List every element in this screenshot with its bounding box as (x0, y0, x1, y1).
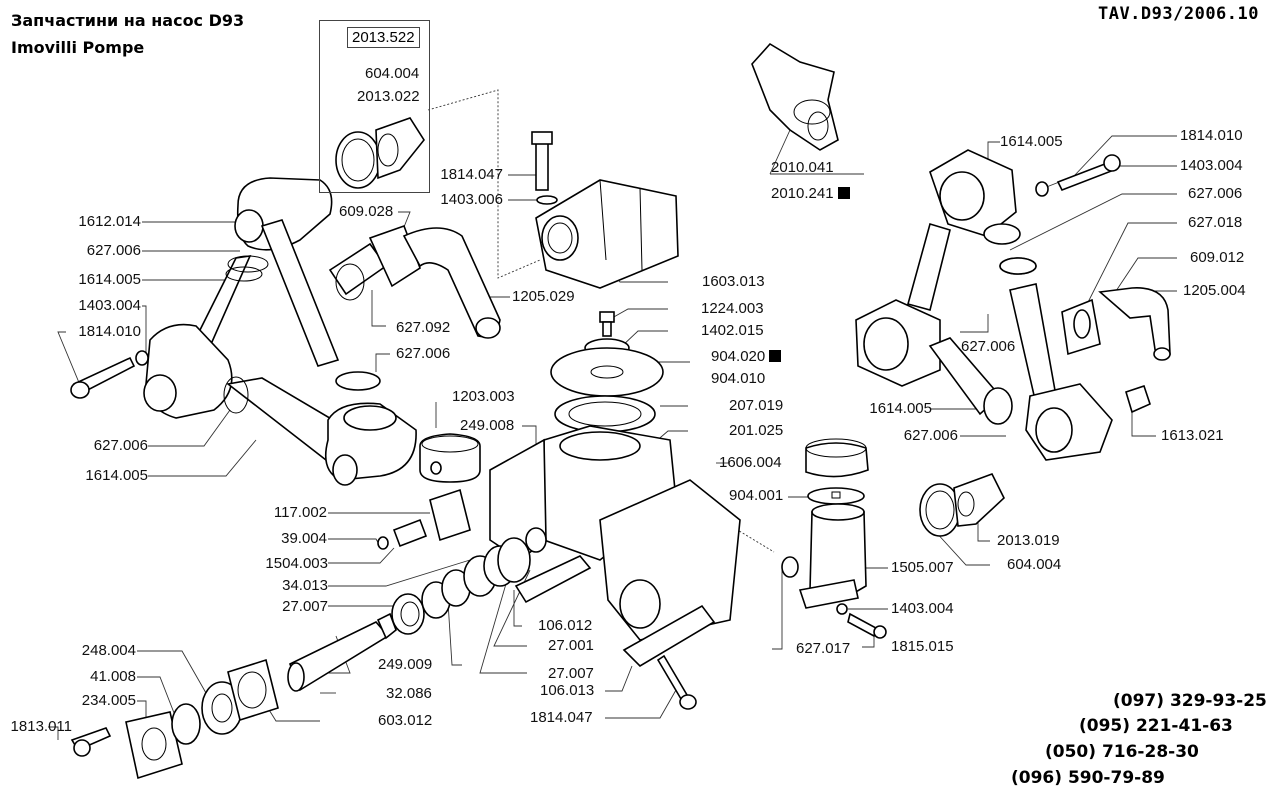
part-label: 2013.019 (997, 532, 1060, 549)
part-label: 627.006 (961, 338, 1016, 355)
part-label: 1814.047 (440, 166, 503, 183)
part-label: 627.006 (93, 437, 148, 454)
part-label: 249.008 (460, 417, 515, 434)
part-label: 117.002 (273, 504, 327, 521)
part-label: 627.006 (1188, 185, 1243, 202)
shaft-drawing (287, 488, 547, 692)
phone-number: (050) 716-28-30 (1045, 742, 1199, 762)
part-label: 2010.041 (771, 159, 834, 176)
part-label: 1813.011 (10, 718, 72, 735)
part-label: 1403.006 (440, 191, 503, 208)
part-label: 603.012 (378, 712, 433, 729)
part-label: 248.004 (81, 642, 136, 659)
part-label: 1614.005 (869, 400, 932, 417)
part-label: 1505.007 (891, 559, 954, 576)
diaphragm-2010-drawing (751, 42, 839, 151)
part-label: 27.007 (282, 598, 328, 615)
valve-kit-box (319, 20, 430, 193)
part-label: 32.086 (386, 685, 432, 702)
marked-square-icon (837, 187, 850, 199)
part-label: 1814.010 (1180, 127, 1243, 144)
right-manifold-drawing (855, 149, 1171, 461)
part-label: 2013.022 (357, 88, 420, 105)
piston-stack-drawing (489, 311, 741, 710)
page-title: Запчастини на насос D93 (11, 11, 245, 30)
head-1603-drawing (531, 131, 679, 289)
part-label: 1203.003 (452, 388, 515, 405)
part-label: 604.004 (365, 65, 420, 82)
kit-code-label: 2013.522 (347, 27, 420, 48)
part-label: 604.004 (1007, 556, 1062, 573)
part-label: 609.028 (339, 203, 394, 220)
part-label: 1205.004 (1183, 282, 1246, 299)
part-label: 1402.015 (701, 322, 764, 339)
part-label: 1224.003 (701, 300, 764, 317)
part-label: 904.001 (729, 487, 784, 504)
part-label: 1613.021 (1161, 427, 1224, 444)
phone-number: (097) 329-93-25 (1113, 691, 1267, 711)
valve-kit-drawing (335, 117, 425, 189)
right-valve-drawing (919, 473, 1005, 537)
part-label: 1614.005 (85, 467, 148, 484)
part-label: 1815.015 (891, 638, 954, 655)
part-label: 207.019 (729, 397, 784, 414)
part-label: 39.004 (281, 530, 327, 547)
part-label: 1504.003 (265, 555, 328, 572)
part-label: 106.012 (538, 617, 593, 634)
part-label: 609.012 (1190, 249, 1245, 266)
oil-cap-drawing (419, 433, 481, 483)
page-subtitle: Imovilli Pompe (11, 38, 145, 57)
left-manifold-drawing (70, 177, 417, 486)
left-elbow-drawing (328, 224, 501, 339)
part-label: 627.006 (86, 242, 141, 259)
part-label: 1614.005 (78, 271, 141, 288)
part-label: 1205.029 (512, 288, 575, 305)
part-label-marked: 2010.241 (771, 186, 850, 202)
part-label: 34.013 (282, 577, 328, 594)
part-label-marked: 904.020 (711, 349, 782, 365)
filter-drawing (781, 438, 887, 639)
phone-number: (096) 590-79-89 (1011, 768, 1165, 788)
part-label: 627.006 (396, 345, 451, 362)
part-label: 1606.004 (719, 454, 782, 471)
part-label: 234.005 (81, 692, 136, 709)
part-label: 627.018 (1188, 214, 1243, 231)
part-label: 1403.004 (1180, 157, 1243, 174)
flange-group-drawing (70, 658, 279, 780)
part-label: 1603.013 (702, 273, 765, 290)
part-label: 41.008 (90, 668, 136, 685)
part-label: 627.017 (796, 640, 851, 657)
marked-square-icon (769, 350, 782, 362)
part-label: 627.092 (396, 319, 451, 336)
part-label: 1612.014 (78, 213, 141, 230)
part-label: 106.013 (540, 682, 595, 699)
part-label: 1814.010 (78, 323, 141, 340)
part-label: 904.010 (711, 370, 766, 387)
part-label: 1814.047 (530, 709, 593, 726)
part-label: 1614.005 (1000, 133, 1063, 150)
part-label: 1403.004 (891, 600, 954, 617)
part-label: 249.009 (378, 656, 433, 673)
part-label: 1403.004 (78, 297, 141, 314)
part-label: 201.025 (729, 422, 784, 439)
phone-number: (095) 221-41-63 (1079, 716, 1233, 736)
part-label: 27.007 (548, 665, 594, 682)
part-label: 27.001 (548, 637, 594, 654)
part-label: 627.006 (903, 427, 958, 444)
document-id: TAV.D93/2006.10 (1097, 4, 1259, 24)
